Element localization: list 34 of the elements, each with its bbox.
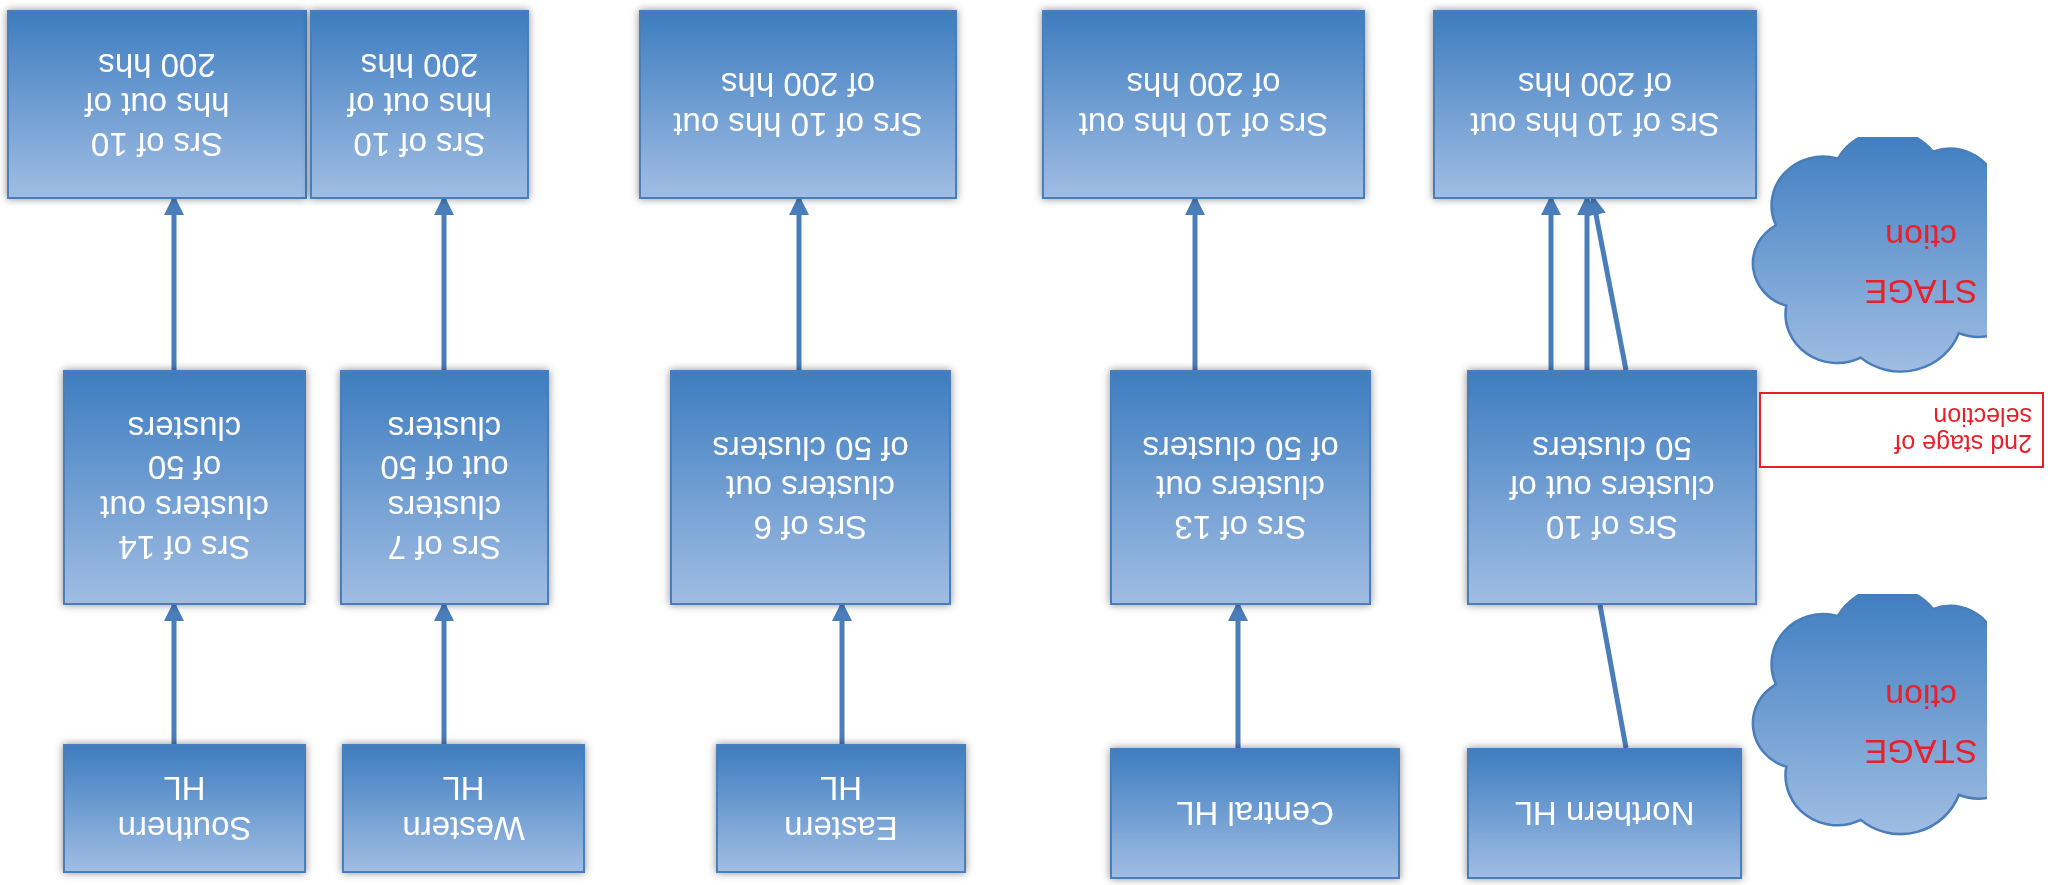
box-label: Eastern HL bbox=[784, 769, 898, 849]
process-box bbox=[639, 10, 957, 199]
note-box bbox=[1759, 392, 2044, 468]
box-label: Central HL bbox=[1176, 794, 1334, 834]
process-box bbox=[342, 744, 585, 873]
box-label: Srs of 10 clusters out of 50 clusters bbox=[1508, 428, 1716, 547]
process-box bbox=[1110, 748, 1400, 879]
process-box bbox=[1467, 370, 1757, 605]
box-label: Northern HL bbox=[1514, 794, 1695, 834]
process-box bbox=[1110, 370, 1371, 605]
box-label: Srs of 6 clusters out of 50 clusters bbox=[712, 428, 909, 547]
cloud-label: STAGE ction bbox=[1863, 217, 1979, 313]
box-label: Srs of 10 hhs out of 200 hhs bbox=[1469, 65, 1721, 145]
process-box bbox=[1042, 10, 1365, 199]
process-box bbox=[7, 10, 307, 199]
box-label: Southern HL bbox=[116, 769, 253, 849]
box-label: Srs of 13 clusters out of 50 clusters bbox=[1142, 428, 1339, 547]
box-label: Srs of 14 clusters out of 50 clusters bbox=[99, 408, 270, 567]
process-box bbox=[670, 370, 951, 605]
process-box bbox=[716, 744, 966, 873]
process-box bbox=[1433, 10, 1757, 199]
process-box bbox=[63, 744, 306, 873]
process-box bbox=[1467, 748, 1742, 879]
box-label: Srs of 10 hhs out of 200 hhs bbox=[1077, 65, 1330, 145]
box-label: Srs of 7 clusters out of 50 clusters bbox=[379, 408, 510, 567]
process-box bbox=[63, 370, 306, 605]
box-label: Srs of 10 hhs out of 200 hhs bbox=[346, 45, 493, 164]
process-box bbox=[310, 10, 529, 199]
note-text: 2nd stage of selection bbox=[1893, 402, 2032, 458]
box-label: Srs of 10 hhs out of 200 hhs bbox=[83, 45, 231, 164]
box-label: Western HL bbox=[401, 769, 526, 849]
cloud-label: STAGE ction bbox=[1863, 677, 1979, 773]
box-label: Srs of 10 hhs out of 200 hhs bbox=[672, 65, 924, 145]
process-box bbox=[340, 370, 549, 605]
